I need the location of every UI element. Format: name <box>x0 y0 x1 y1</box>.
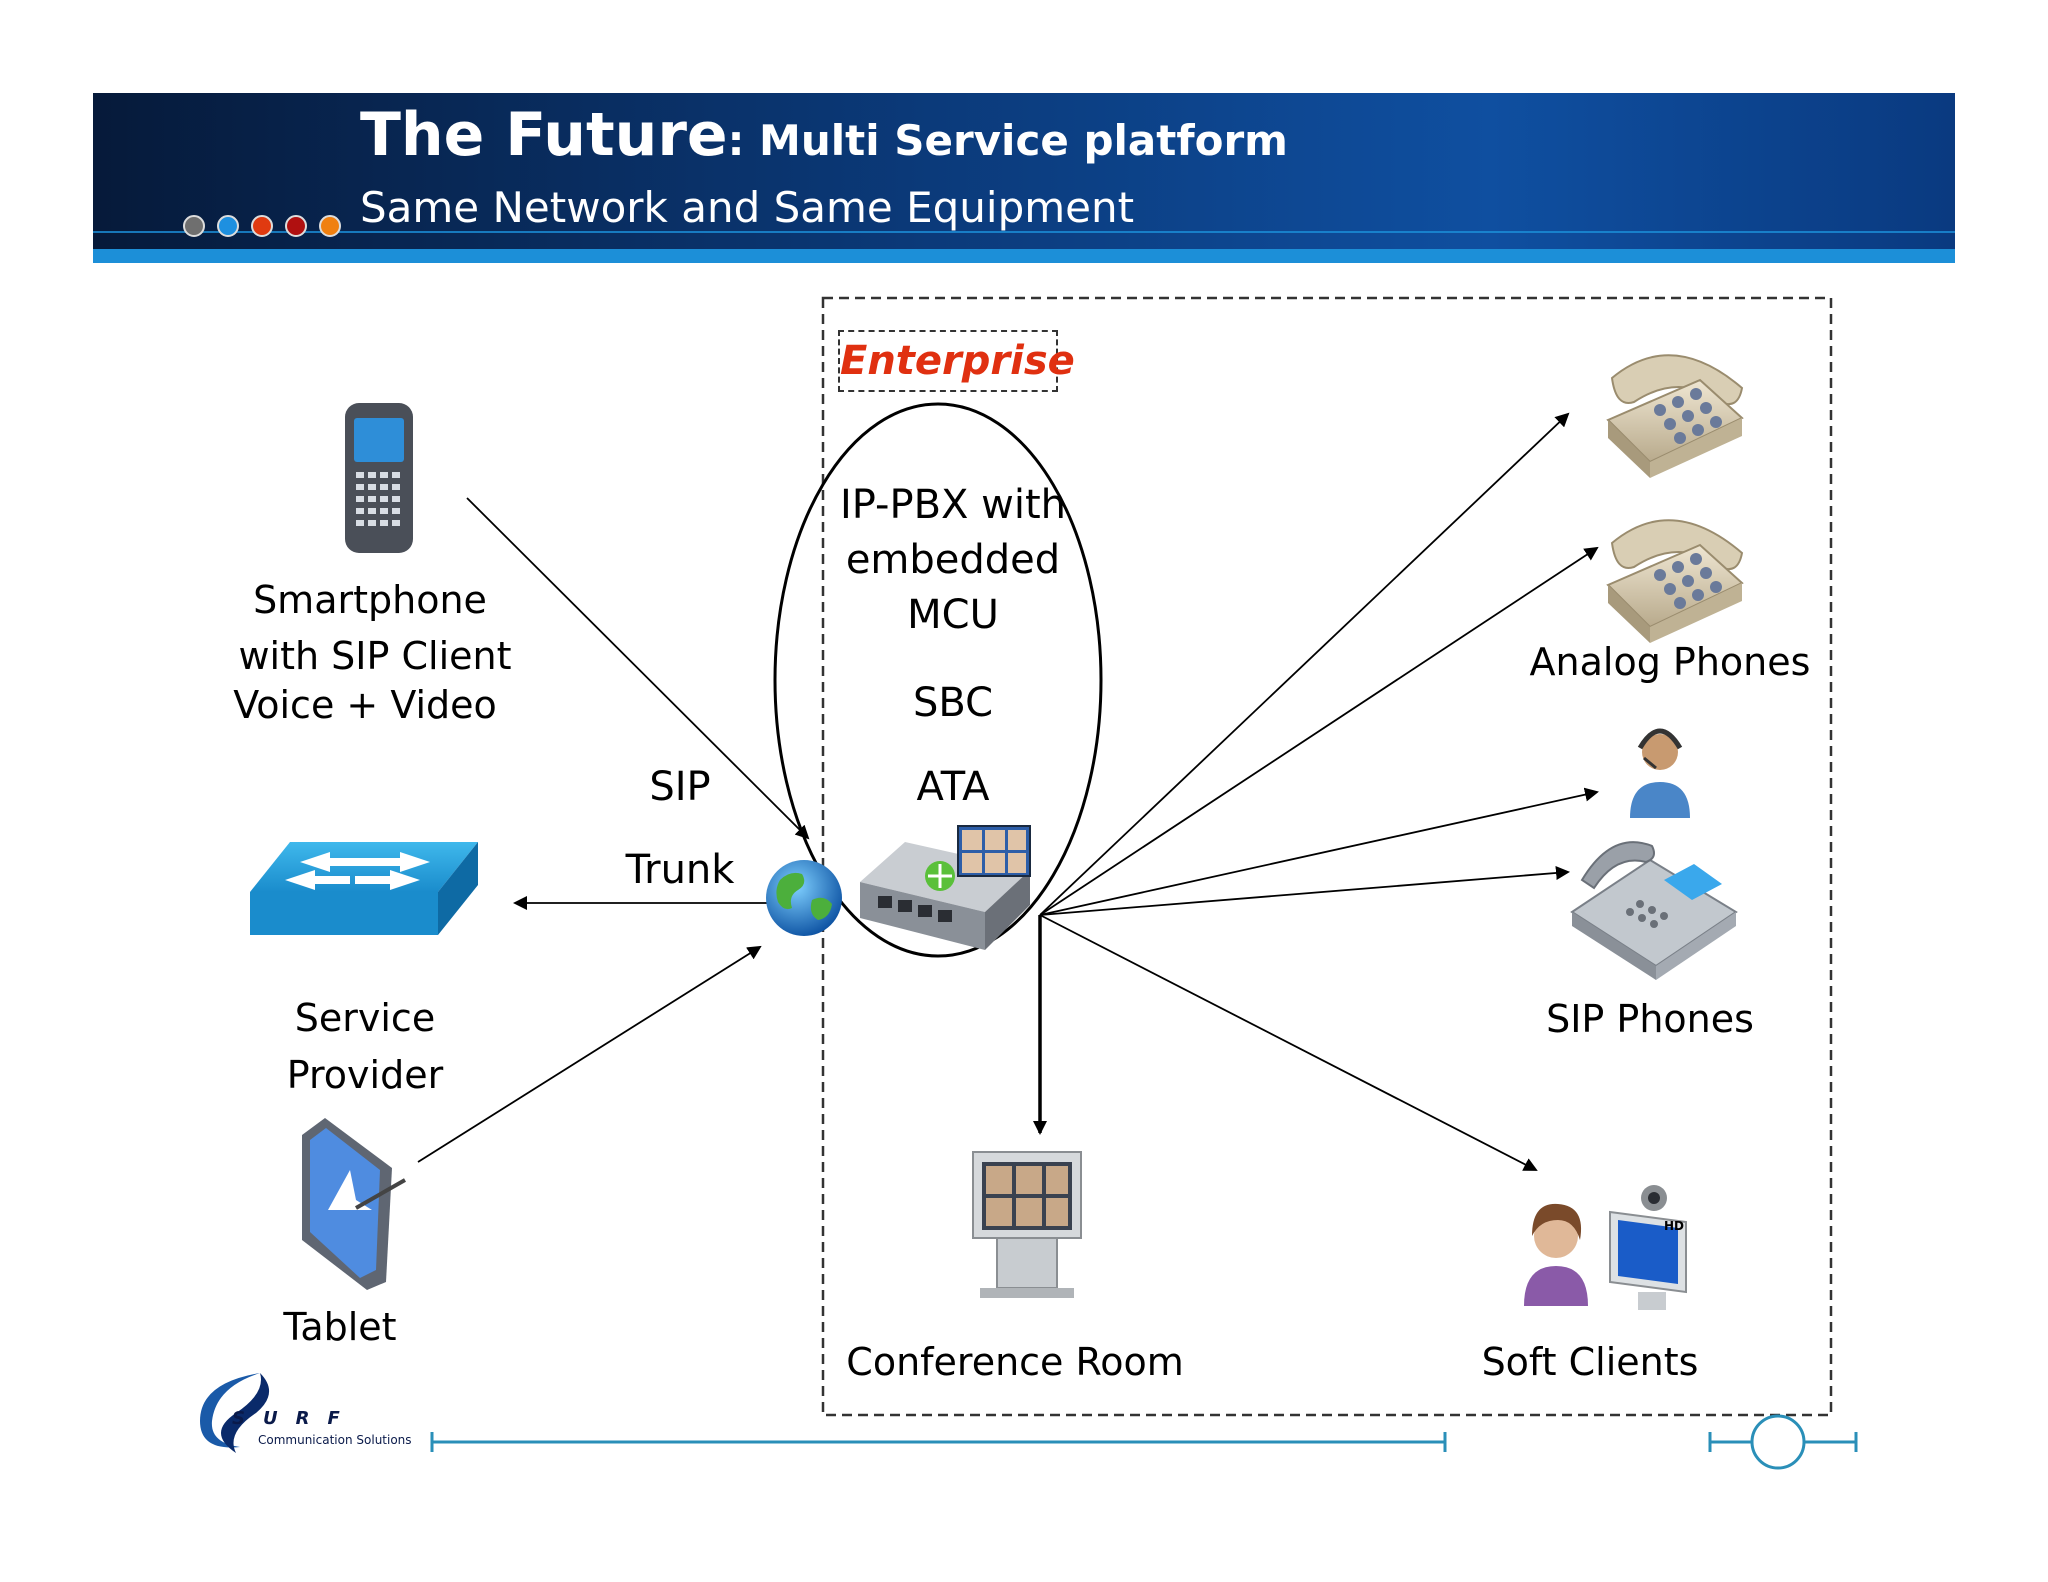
to-analog-phone-2-arrow <box>1039 546 1599 916</box>
sip-phones-label: SIP Phones <box>1546 997 1754 1041</box>
smartphone-to-core-arrow <box>466 497 810 840</box>
dot-3 <box>251 215 273 237</box>
slide-subtitle: Same Network and Same Equipment <box>360 183 1135 232</box>
core-line-mcu: MCU <box>907 592 999 638</box>
dot-5 <box>319 215 341 237</box>
enterprise-boundary <box>821 296 1833 1417</box>
title-main: The Future <box>360 100 728 170</box>
to-analog-phone-1-arrow <box>1039 412 1570 916</box>
tablet-to-core-arrow <box>417 945 762 1163</box>
dot-2 <box>217 215 239 237</box>
conference-room-label: Conference Room <box>846 1340 1184 1384</box>
to-soft-clients-arrow <box>1039 914 1538 1171</box>
surf-logo-swoosh-icon <box>200 1373 270 1453</box>
headset-agent-icon <box>1630 728 1690 818</box>
globe-icon <box>766 860 842 936</box>
conference-room-icon <box>972 1151 1082 1298</box>
smartphone-icon <box>345 403 413 553</box>
smartphone-label-3: Voice + Video <box>233 683 497 727</box>
network-switch-icon <box>250 842 478 935</box>
title-rest: : Multi Service platform <box>727 116 1288 165</box>
logo-tagline: Communication Solutions <box>258 1433 412 1447</box>
core-line-embedded: embedded <box>845 537 1061 583</box>
soft-client-monitor-icon: HD <box>1609 1185 1687 1310</box>
sip-label: SIP <box>649 764 711 810</box>
banner-rule <box>93 231 1955 233</box>
soft-clients-label: Soft Clients <box>1481 1340 1699 1384</box>
tablet-icon <box>302 1118 406 1290</box>
pbx-device-icon <box>860 825 1031 950</box>
footer-rule <box>430 1414 1858 1470</box>
to-sip-phone-arrow <box>1039 865 1570 916</box>
hd-badge-icon: HD <box>1664 1219 1684 1233</box>
header-banner <box>93 93 1955 263</box>
to-agent-arrow <box>1039 787 1599 916</box>
core-ellipse <box>773 402 1103 958</box>
sip-phone-icon <box>1570 841 1738 980</box>
core-line-ata: ATA <box>916 764 990 810</box>
enterprise-label: Enterprise <box>838 330 1075 392</box>
soft-client-person-icon <box>1524 1203 1588 1306</box>
smartphone-label-2: with SIP Client <box>238 634 512 678</box>
analog-phone-icon-1 <box>1606 354 1744 478</box>
core-line-ippbx: IP-PBX with <box>839 482 1066 528</box>
analog-phone-icon-2 <box>1606 519 1744 643</box>
dot-1 <box>183 215 205 237</box>
tablet-label: Tablet <box>283 1305 397 1349</box>
service-provider-label-2: Provider <box>286 1053 444 1097</box>
dot-4 <box>285 215 307 237</box>
slide-title: The Future: Multi Service platform <box>360 100 1288 170</box>
logo-letters: SURF <box>232 1408 358 1429</box>
surf-logo: SURF Communication Solutions <box>190 1365 430 1469</box>
smartphone-label-1: Smartphone <box>253 578 487 622</box>
trunk-label: Trunk <box>625 847 735 893</box>
core-line-sbc: SBC <box>912 680 994 726</box>
banner-stripe <box>93 249 1955 263</box>
service-provider-label-1: Service <box>294 996 436 1040</box>
analog-phones-label: Analog Phones <box>1529 640 1811 684</box>
